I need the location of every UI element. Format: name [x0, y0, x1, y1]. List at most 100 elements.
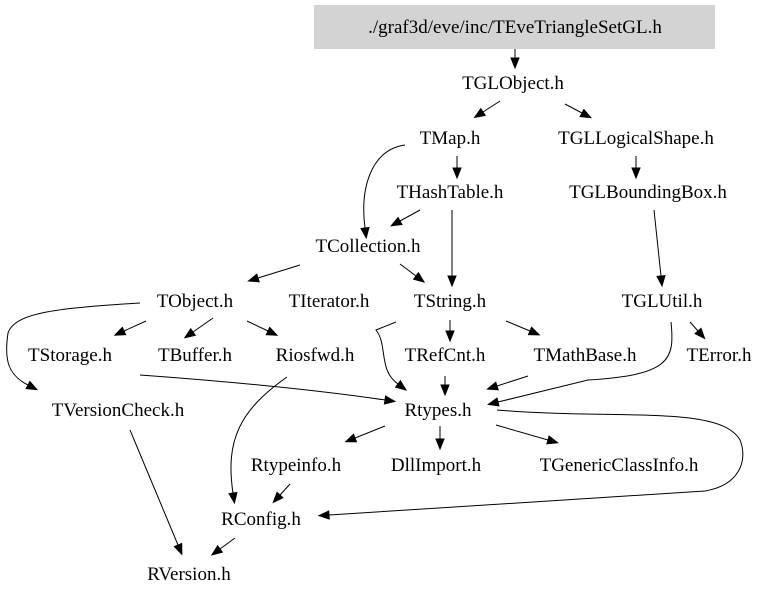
arrowhead-icon	[546, 435, 559, 445]
edge-line	[246, 320, 269, 332]
edge-TStorage-Rtypes	[139, 374, 397, 405]
node-Rtypeinfo[interactable]: Rtypeinfo.h	[251, 455, 342, 476]
node-label[interactable]: TObject.h	[157, 291, 234, 312]
arrowhead-icon	[390, 216, 403, 227]
node-label[interactable]: TStorage.h	[28, 345, 112, 366]
arrowhead-icon	[265, 326, 279, 336]
node-TString[interactable]: TString.h	[414, 291, 487, 312]
arrowhead-icon	[473, 107, 486, 119]
edge-TCollection-TObject	[247, 264, 301, 283]
edge-line	[495, 424, 549, 441]
edge-TString-Rtypes	[375, 321, 408, 391]
arrowhead-icon	[510, 57, 520, 70]
edge-root-TGLObject	[510, 47, 520, 70]
edge-line	[354, 425, 386, 439]
edge-line	[219, 537, 236, 550]
arrowhead-icon	[447, 275, 457, 288]
arrowhead-icon	[344, 433, 358, 443]
edge-TMap-THashTable	[452, 156, 462, 180]
edge-TObject-Riosfwd	[246, 320, 279, 336]
arrowhead-icon	[25, 380, 39, 391]
edge-TObject-TVersionCheck	[6, 302, 141, 391]
arrowhead-icon	[445, 330, 455, 343]
arrowhead-icon	[173, 542, 183, 556]
edge-TGLUtil-Rtypes	[486, 321, 673, 407]
node-Rtypes[interactable]: Rtypes.h	[404, 400, 472, 421]
node-TStorage[interactable]: TStorage.h	[28, 345, 112, 366]
node-TVersionCheck[interactable]: TVersionCheck.h	[52, 400, 185, 421]
edge-Riosfwd-RConfig	[228, 376, 288, 505]
node-TError[interactable]: TError.h	[687, 345, 752, 366]
node-label[interactable]: Riosfwd.h	[276, 345, 355, 366]
node-TMap[interactable]: TMap.h	[420, 128, 481, 149]
node-label[interactable]: TRefCnt.h	[405, 345, 486, 366]
edge-Rtypes-DllImport	[435, 426, 445, 451]
edge-line	[328, 409, 744, 516]
node-label[interactable]: TMap.h	[420, 128, 481, 149]
arrowhead-icon	[317, 510, 330, 520]
arrowhead-icon	[247, 273, 260, 283]
node-TGLObject[interactable]: TGLObject.h	[462, 73, 564, 94]
edge-Rtypeinfo-RConfig	[272, 483, 291, 504]
edge-TRefCnt-Rtypes	[440, 376, 450, 397]
edge-line	[496, 375, 529, 387]
edge-line	[399, 209, 421, 222]
node-TBuffer[interactable]: TBuffer.h	[158, 345, 233, 366]
edge-line	[129, 429, 179, 546]
edge-line	[6, 302, 141, 386]
node-TGLLogicalShape[interactable]: TGLLogicalShape.h	[558, 128, 714, 149]
node-label[interactable]: TGenericClassInfo.h	[540, 455, 699, 476]
node-TRefCnt[interactable]: TRefCnt.h	[405, 345, 486, 366]
edge-THashTable-TCollection	[390, 209, 421, 227]
node-TMathBase[interactable]: TMathBase.h	[534, 345, 637, 366]
node-TGLUtil[interactable]: TGLUtil.h	[622, 291, 703, 312]
node-Riosfwd[interactable]: Riosfwd.h	[276, 345, 355, 366]
edge-line	[279, 483, 291, 496]
node-label[interactable]: TGLBoundingBox.h	[569, 182, 727, 203]
node-label[interactable]: RConfig.h	[221, 509, 301, 530]
edge-TCollection-TString	[399, 263, 426, 283]
node-label[interactable]: Rtypeinfo.h	[251, 455, 342, 476]
node-TObject[interactable]: TObject.h	[157, 291, 234, 312]
node-root[interactable]: ./graf3d/eve/inc/TEveTriangleSetGL.h	[314, 5, 715, 49]
node-label[interactable]: Rtypes.h	[404, 400, 472, 421]
node-THashTable[interactable]: THashTable.h	[397, 182, 504, 203]
node-label[interactable]: ./graf3d/eve/inc/TEveTriangleSetGL.h	[368, 17, 662, 38]
edge-line	[399, 263, 417, 277]
node-label[interactable]: TString.h	[414, 291, 487, 312]
node-label[interactable]: RVersion.h	[147, 564, 231, 585]
node-RConfig[interactable]: RConfig.h	[221, 509, 301, 530]
edge-Rtypes-RConfig	[317, 409, 744, 520]
node-label[interactable]: TGLObject.h	[462, 73, 564, 94]
node-label[interactable]: TError.h	[687, 345, 752, 366]
arrowhead-icon	[113, 326, 127, 336]
edge-TString-TRefCnt	[445, 320, 455, 343]
node-label[interactable]: TCollection.h	[315, 236, 421, 257]
node-label[interactable]: TVersionCheck.h	[52, 400, 185, 421]
arrowhead-icon	[656, 275, 666, 288]
node-DllImport[interactable]: DllImport.h	[391, 455, 482, 476]
node-label[interactable]: DllImport.h	[391, 455, 482, 476]
node-TGenericClassInfo[interactable]: TGenericClassInfo.h	[540, 455, 699, 476]
edge-TObject-TBuffer	[183, 317, 214, 339]
node-label[interactable]: THashTable.h	[397, 182, 504, 203]
edge-RConfig-RVersion	[210, 537, 236, 556]
arrowhead-icon	[360, 226, 370, 240]
arrowhead-icon	[183, 327, 197, 339]
arrowhead-icon	[435, 438, 445, 451]
node-label[interactable]: TIterator.h	[289, 291, 370, 312]
node-label[interactable]: TGLLogicalShape.h	[558, 128, 714, 149]
node-TIterator[interactable]: TIterator.h	[289, 291, 370, 312]
node-label[interactable]: TBuffer.h	[158, 345, 233, 366]
node-label[interactable]: TGLUtil.h	[622, 291, 703, 312]
node-TCollection[interactable]: TCollection.h	[315, 236, 421, 257]
node-label[interactable]: TMathBase.h	[534, 345, 637, 366]
edge-TGLObject-TGLLogicalShape	[564, 103, 593, 119]
node-RVersion[interactable]: RVersion.h	[147, 564, 231, 585]
root-node-box	[314, 5, 715, 49]
arrowhead-icon	[486, 397, 500, 407]
arrowhead-icon	[383, 395, 397, 405]
node-TGLBoundingBox[interactable]: TGLBoundingBox.h	[569, 182, 727, 203]
edge-TString-TMathBase	[505, 320, 541, 336]
edge-line	[375, 321, 399, 385]
